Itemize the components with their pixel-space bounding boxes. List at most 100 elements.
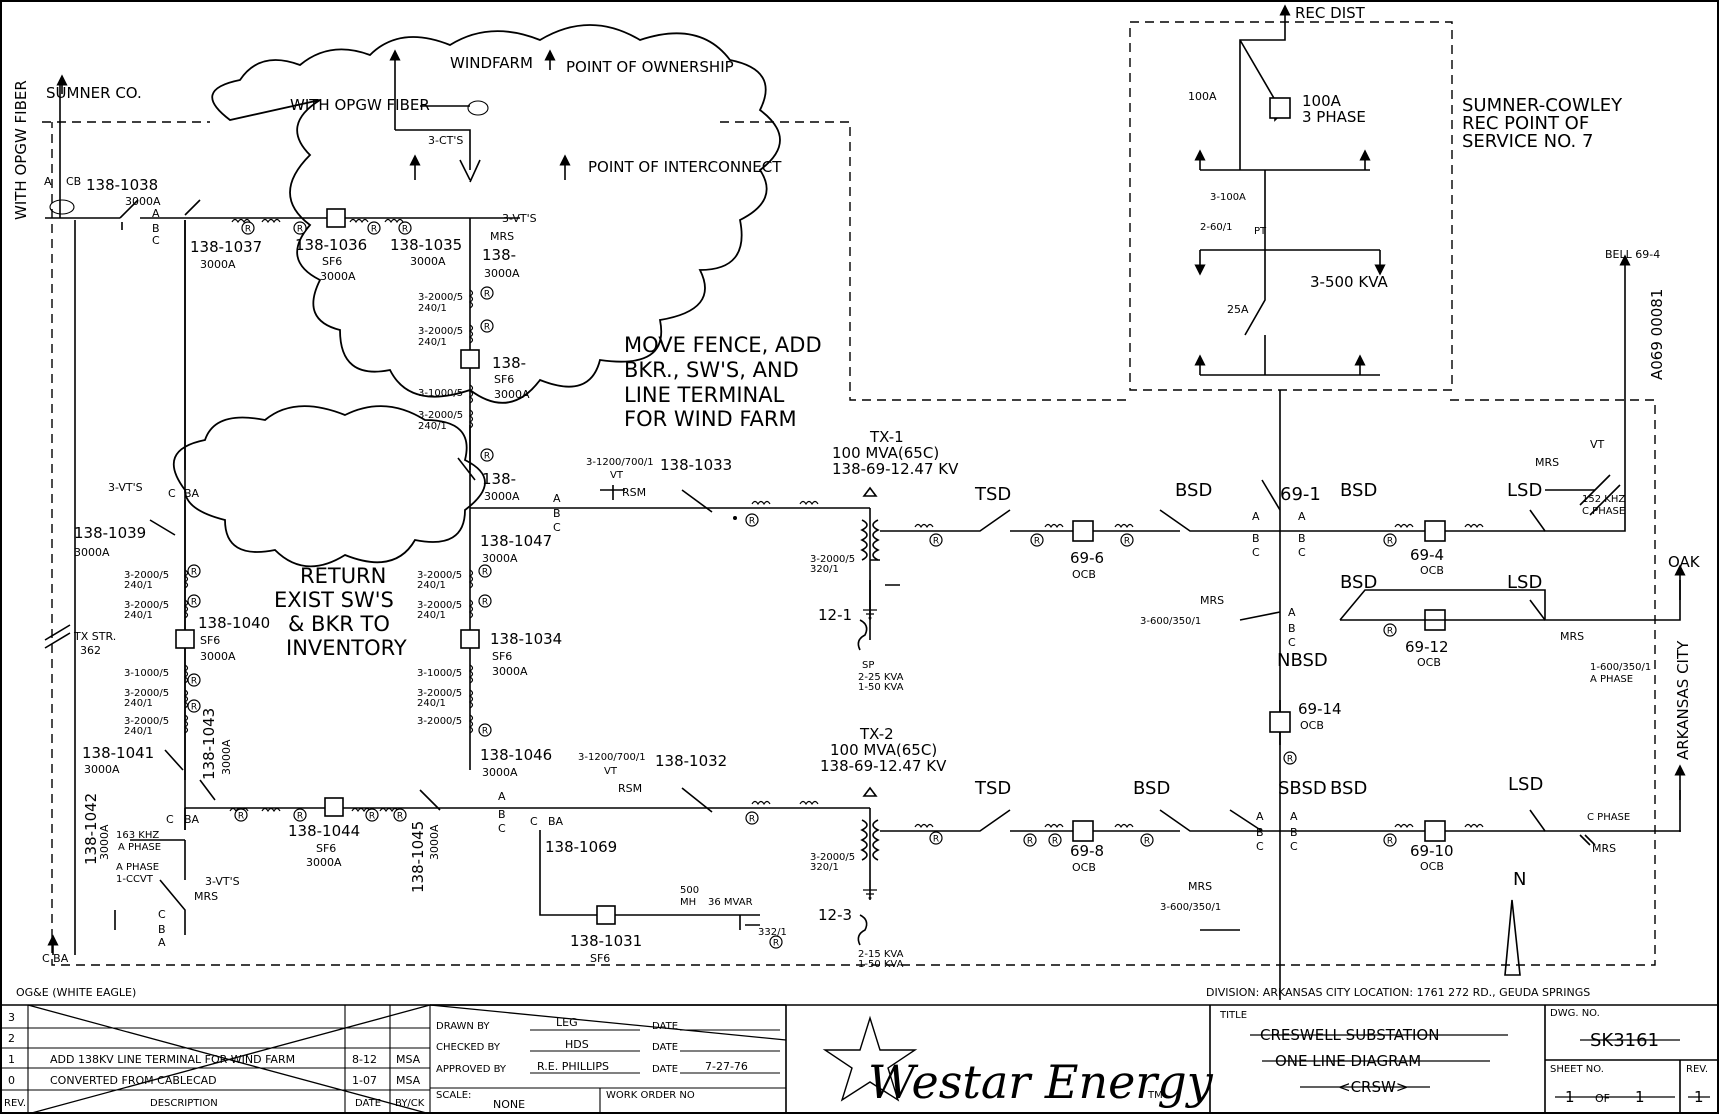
label-tx-r320: 320/1	[810, 564, 839, 575]
label-markers-rsm: RSM	[618, 782, 642, 795]
label-approvals-checked_val: HDS	[565, 1038, 589, 1051]
label-dist-d121: 12-1	[818, 606, 852, 624]
label-phase-c: C	[1298, 546, 1306, 559]
label-ct_labels-r240: 240/1	[418, 421, 447, 432]
label-bus69-ocb: OCB	[1417, 656, 1441, 669]
label-revisions-h_date: DATE	[355, 1098, 381, 1109]
label-bus69-b694: 69-4	[1410, 546, 1444, 564]
label-rec-fuse_25a: 25A	[1227, 303, 1249, 316]
label-bell-name: BELL 69-4	[1605, 248, 1660, 261]
cloud-move-fence	[211, 24, 781, 404]
label-phase-a: A	[44, 175, 52, 188]
label-devices-b1037_a: 3000A	[200, 258, 236, 271]
label-devices-b1041: 138-1041	[82, 744, 154, 762]
label-phase-b: B	[1290, 826, 1298, 839]
label-devices-b1045: 138-1045	[409, 821, 427, 893]
label-approvals-approved_by: APPROVED BY	[436, 1064, 507, 1075]
label-phase-a: A	[553, 492, 561, 505]
label-devices-b1044: 138-1044	[288, 822, 360, 840]
with-opgw-fiber-label: WITH OPGW FIBER	[290, 96, 430, 114]
label-revisions-h_rev: REV.	[4, 1098, 26, 1109]
labels: REC DIST WINDFARM POINT OF OWNERSHIP POI…	[12, 4, 1701, 999]
label-ct_labels-r240: 240/1	[417, 610, 446, 621]
label-devices-b1036: 138-1036	[295, 236, 367, 254]
label-bus69-b691: 69-1	[1280, 484, 1321, 505]
label-rec-breaker_phase: 3 PHASE	[1302, 108, 1366, 126]
label-notes-ret1: RETURN	[300, 564, 386, 588]
label-dist-d123: 12-3	[818, 906, 852, 924]
label-rec-pt_label: PT	[1254, 226, 1267, 237]
label-notes-ret2: EXIST SW'S	[274, 588, 394, 612]
label-bus69-lsd: LSD	[1507, 480, 1542, 501]
label-approvals-date: DATE	[652, 1021, 678, 1032]
label-bus69-ocb: OCB	[1072, 568, 1096, 581]
label-ct_labels-c2000: 3-2000/5	[417, 570, 462, 581]
label-ct_labels-r240: 240/1	[124, 610, 153, 621]
label-ct_labels-c2000: 3-2000/5	[417, 688, 462, 699]
revision-table: 3 2 1 ADD 138KV LINE TERMINAL FOR WIND F…	[4, 1011, 425, 1109]
label-devices-b1045_a: 3000A	[428, 824, 441, 860]
label-ct_labels-c2000: 3-2000/5	[124, 688, 169, 699]
label-tx-r320: 320/1	[810, 862, 839, 873]
label-bus69-bsd: BSD	[1330, 778, 1367, 799]
label-devices-b1036_a: 3000A	[320, 270, 356, 283]
label-phase-c: C	[1252, 546, 1260, 559]
label-bus69-b6910: 69-10	[1410, 842, 1454, 860]
substation-fence	[42, 121, 1656, 966]
label-devices-b1032: 138-1032	[655, 752, 727, 770]
label-approvals-date: DATE	[652, 1042, 678, 1053]
label-title_block-dwg_label: DWG. NO.	[1550, 1008, 1600, 1019]
label-devices-b1034_sf6: SF6	[492, 650, 512, 663]
ring-138kv-left	[44, 220, 492, 955]
label-rec-fuse_100a: 100A	[1188, 90, 1217, 103]
label-tx-ct2000: 3-2000/5	[810, 554, 855, 565]
label-bus69-vt600: 3-600/350/1	[1160, 902, 1221, 913]
label-footer-ogae: OG&E (WHITE EAGLE)	[16, 986, 136, 999]
label-approvals-checked_by: CHECKED BY	[436, 1042, 501, 1053]
label-ct_labels-c2000: 3-2000/5	[124, 600, 169, 611]
bus-69kv-bottom	[960, 764, 1686, 931]
label-devices-b1047_a: 3000A	[482, 552, 518, 565]
label-ct_labels-c2000: 3-2000/5	[417, 600, 462, 611]
label-bus69-ocb: OCB	[1072, 861, 1096, 874]
rec-dist-label: REC DIST	[1295, 4, 1366, 22]
label-devices-b138_mid_a: 3000A	[484, 490, 520, 503]
westar-logo: Westar Energy TM	[822, 1015, 1214, 1109]
label-devices-b1042_a: 3000A	[98, 824, 111, 860]
label-dist-sp4: 1-50 KVA	[858, 959, 904, 970]
label-footer-division: DIVISION: ARKANSAS CITY LOCATION: 1761 2…	[1206, 986, 1590, 999]
label-markers-vt: VT	[604, 766, 618, 777]
label-phase-b: B	[1252, 532, 1260, 545]
label-rec-line1: SUMNER-COWLEY	[1462, 95, 1623, 116]
label-bus69-bsd: BSD	[1340, 572, 1377, 593]
label-markers-ct3: 3-CT'S	[428, 134, 463, 147]
label-phase-a: A	[1298, 510, 1306, 523]
label-bus69-tsd: TSD	[974, 778, 1011, 799]
label-misc-khz163: 163 KHZ	[116, 830, 159, 841]
label-devices-b1040_sf6: SF6	[200, 634, 220, 647]
label-devices-b1041_a: 3000A	[84, 763, 120, 776]
label-misc-north: N	[1513, 869, 1526, 890]
sumner-co-label: SUMNER CO.	[46, 84, 142, 102]
label-devices-b1043_a: 3000A	[220, 739, 233, 775]
label-devices-b1044_a: 3000A	[306, 856, 342, 869]
label-phase-b: B	[498, 808, 506, 821]
label-rec-pt: 2-60/1	[1200, 222, 1232, 233]
title-fields: TITLE CRESWELL SUBSTATION ONE LINE DIAGR…	[1219, 1008, 1710, 1106]
label-tx-tx1: TX-1	[869, 428, 904, 446]
label-phase-c: C	[553, 521, 561, 534]
label-notes-ret3: & BKR TO	[288, 612, 390, 636]
label-markers-vt3: 3-VT'S	[108, 481, 143, 494]
label-revisions-rows-3-rev: 0	[8, 1074, 15, 1087]
label-misc-tx_str_no: 362	[80, 644, 101, 657]
label-revisions-rows-3-date: 1-07	[352, 1074, 377, 1087]
label-phase-b: B	[1256, 826, 1264, 839]
label-bus69-b6912: 69-12	[1405, 638, 1449, 656]
tx1-feed	[470, 485, 960, 651]
label-ct_labels-r240: 240/1	[124, 726, 153, 737]
label-ct_labels-r240: 240/1	[418, 337, 447, 348]
label-markers-mrs: MRS	[1200, 594, 1224, 607]
label-bus69-ocb: OCB	[1420, 564, 1444, 577]
